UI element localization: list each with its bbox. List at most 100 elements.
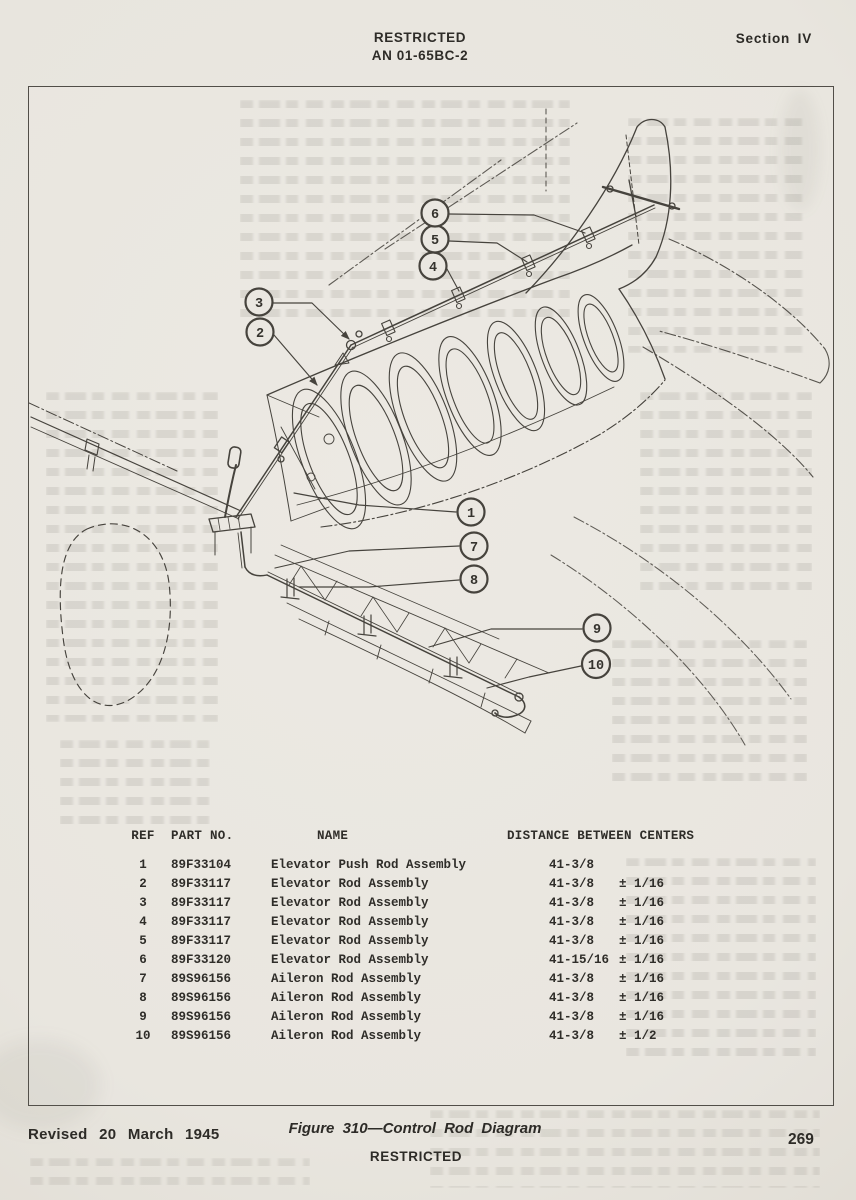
header-name: NAME	[317, 829, 349, 843]
cell-distance: 41-3/8± 1/16	[549, 991, 665, 1005]
cell-distance: 41-3/8± 1/16	[549, 877, 665, 891]
wing-truss	[288, 565, 518, 679]
cell-name: Elevator Rod Assembly	[271, 953, 429, 967]
phantom-lines-lower	[550, 516, 792, 746]
table-row: 3 89F33117 Elevator Rod Assembly 41-3/8±…	[125, 894, 750, 913]
cell-distance: 41-3/8± 1/16	[549, 934, 665, 948]
cell-distance: 41-3/8± 1/16	[549, 1010, 665, 1024]
callout-1: 1	[456, 497, 486, 527]
cell-part: 89S96156	[171, 991, 232, 1005]
header-part-no: PART NO.	[171, 829, 234, 843]
cell-ref: 2	[139, 877, 147, 891]
cell-ref: 9	[139, 1010, 147, 1024]
cell-ref: 3	[139, 896, 147, 910]
cell-distance: 41-3/8	[549, 858, 595, 872]
rod-guide-fittings	[381, 226, 596, 343]
svg-text:10: 10	[588, 659, 604, 674]
cell-part: 89F33117	[171, 915, 232, 929]
table-row: 5 89F33117 Elevator Rod Assembly 41-3/8±…	[125, 932, 750, 951]
cell-name: Aileron Rod Assembly	[271, 972, 422, 986]
header-ref: REF	[131, 829, 155, 843]
aileron-rod-assembly	[266, 544, 550, 734]
cell-distance: 41-3/8± 1/2	[549, 1029, 657, 1043]
cell-name: Elevator Push Rod Assembly	[271, 858, 467, 872]
table-row: 4 89F33117 Elevator Rod Assembly 41-3/8±…	[125, 913, 750, 932]
aileron-outline	[286, 602, 532, 734]
figure-310-box: 1 2 3 4 5 6 7 8 9 10 REF PART NO. NAME D…	[28, 86, 834, 1106]
svg-text:3: 3	[255, 297, 263, 312]
figure-caption: Figure 310—Control Rod Diagram	[288, 1120, 542, 1137]
rod-brackets	[280, 577, 463, 679]
svg-text:6: 6	[431, 208, 439, 223]
phantom-lines-upper	[328, 108, 578, 286]
cell-part: 89F33117	[171, 934, 232, 948]
svg-text:1: 1	[467, 507, 475, 522]
callout-10: 10	[580, 648, 612, 680]
control-rod-diagram: 1 2 3 4 5 6 7 8 9 10	[29, 108, 830, 746]
cell-part: 89S96156	[171, 1029, 232, 1043]
table-row: 8 89S96156 Aileron Rod Assembly 41-3/8± …	[125, 989, 750, 1008]
footer-classification: RESTRICTED	[369, 1149, 463, 1164]
cell-name: Aileron Rod Assembly	[271, 1029, 422, 1043]
svg-text:2: 2	[256, 327, 264, 342]
cell-part: 89F33120	[171, 953, 232, 967]
callout-3: 3	[244, 287, 274, 317]
table-row: 1 89F33104 Elevator Push Rod Assembly 41…	[125, 856, 750, 875]
cell-ref: 7	[139, 972, 147, 986]
cell-ref: 1	[139, 858, 147, 872]
page-number: 269	[788, 1131, 814, 1148]
tail-fin	[525, 118, 672, 380]
cell-ref: 8	[139, 991, 147, 1005]
callout-leaders	[272, 213, 586, 689]
cell-ref: 10	[135, 1029, 151, 1043]
parts-table-header: REF PART NO. NAME DISTANCE BETWEEN CENTE…	[125, 827, 750, 846]
svg-text:8: 8	[470, 574, 478, 589]
horizontal-stabilizer	[642, 238, 830, 478]
callout-7: 7	[459, 531, 489, 561]
elevator-walking-beam	[601, 179, 681, 218]
table-row: 6 89F33120 Elevator Rod Assembly 41-15/1…	[125, 951, 750, 970]
callout-6: 6	[420, 198, 450, 228]
elevator-control-rod	[235, 179, 681, 520]
callout-8: 8	[459, 564, 489, 594]
cell-ref: 5	[139, 934, 147, 948]
callout-2: 2	[245, 317, 275, 347]
svg-text:4: 4	[429, 261, 437, 276]
rod-bellcrank	[334, 330, 363, 366]
cell-name: Aileron Rod Assembly	[271, 1010, 422, 1024]
cell-ref: 6	[139, 953, 147, 967]
cell-distance: 41-15/16± 1/16	[549, 953, 665, 967]
header-classification: RESTRICTED	[373, 30, 467, 45]
cell-name: Elevator Rod Assembly	[271, 877, 429, 891]
parts-table: REF PART NO. NAME DISTANCE BETWEEN CENTE…	[125, 827, 750, 1046]
cell-name: Elevator Rod Assembly	[271, 915, 429, 929]
cell-part: 89F33117	[171, 877, 232, 891]
wheel-well-outline	[59, 523, 171, 707]
svg-text:9: 9	[593, 623, 601, 638]
fuselage-frames	[291, 294, 625, 530]
header-section-label: Section IV	[735, 31, 812, 46]
svg-text:7: 7	[470, 541, 478, 556]
table-row: 2 89F33117 Elevator Rod Assembly 41-3/8±…	[125, 875, 750, 894]
table-row: 9 89S96156 Aileron Rod Assembly 41-3/8± …	[125, 1008, 750, 1027]
cell-part: 89F33117	[171, 896, 232, 910]
table-row: 10 89S96156 Aileron Rod Assembly 41-3/8±…	[125, 1027, 750, 1046]
callouts: 1 2 3 4 5 6 7 8 9 10	[244, 198, 612, 680]
cell-distance: 41-3/8± 1/16	[549, 972, 665, 986]
rod-turnbuckle	[273, 436, 290, 463]
callout-5: 5	[420, 224, 450, 254]
callout-4: 4	[418, 251, 448, 281]
svg-text:5: 5	[431, 234, 439, 249]
cell-part: 89F33104	[171, 858, 232, 872]
cell-part: 89S96156	[171, 1010, 232, 1024]
table-row: 7 89S96156 Aileron Rod Assembly 41-3/8± …	[125, 970, 750, 989]
revised-date: Revised 20 March 1945	[28, 1126, 220, 1143]
cell-distance: 41-3/8± 1/16	[549, 915, 665, 929]
fuselage	[266, 244, 666, 530]
cell-distance: 41-3/8± 1/16	[549, 896, 665, 910]
wing-center-section	[29, 402, 242, 707]
cell-name: Aileron Rod Assembly	[271, 991, 422, 1005]
cell-ref: 4	[139, 915, 147, 929]
cell-name: Elevator Rod Assembly	[271, 934, 429, 948]
header-doc-number: AN 01-65BC-2	[371, 48, 469, 63]
